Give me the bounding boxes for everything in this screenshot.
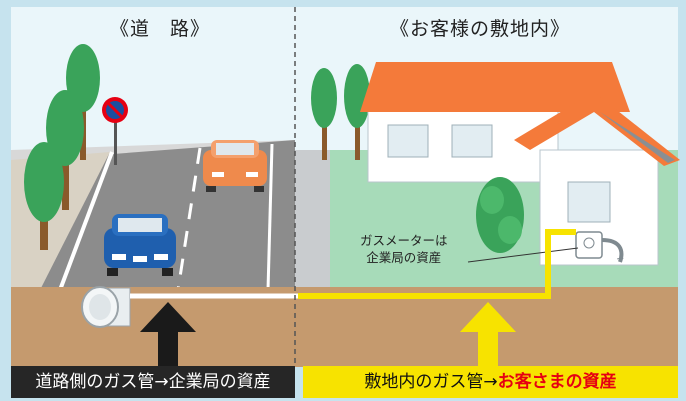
car-blue-icon xyxy=(104,214,176,276)
arrow-up-yellow-icon xyxy=(460,302,516,366)
property-heading: 《お客様の敷地内》 xyxy=(390,18,571,40)
gas-meter-label: ガスメーターは 企業局の資産 xyxy=(360,232,448,266)
tree-2 xyxy=(46,90,84,210)
property-caption-prefix: 敷地内のガス管→ xyxy=(364,372,498,392)
road-edge-line-right xyxy=(266,143,274,291)
no-parking-sign-icon xyxy=(102,97,128,165)
road-heading: 《道 路》 xyxy=(110,18,211,40)
gas-meter-label-line2: 企業局の資産 xyxy=(366,250,442,265)
road-side-caption: 道路側のガス管→企業局の資産 xyxy=(11,366,295,398)
property-wall xyxy=(295,150,330,290)
car-orange-icon xyxy=(203,140,267,192)
road-edge-line xyxy=(58,151,114,291)
tree-4 xyxy=(311,68,337,160)
svg-text:~: ~ xyxy=(616,254,624,265)
meter-leader-line xyxy=(467,247,579,263)
gas-meter-icon: ~ xyxy=(575,231,624,265)
tree-3 xyxy=(24,142,64,250)
shrub-icon xyxy=(476,177,524,253)
house-icon xyxy=(360,62,680,266)
arrow-up-black-icon xyxy=(140,302,196,366)
property-side-caption: 敷地内のガス管→お客さまの資産 xyxy=(303,366,678,398)
property-gas-pipe xyxy=(298,229,576,299)
property-caption-highlight: お客さまの資産 xyxy=(497,372,617,392)
gas-meter-label-line1: ガスメーターは xyxy=(360,233,448,248)
lane-divider xyxy=(176,147,202,291)
road-gas-pipe xyxy=(81,286,298,328)
